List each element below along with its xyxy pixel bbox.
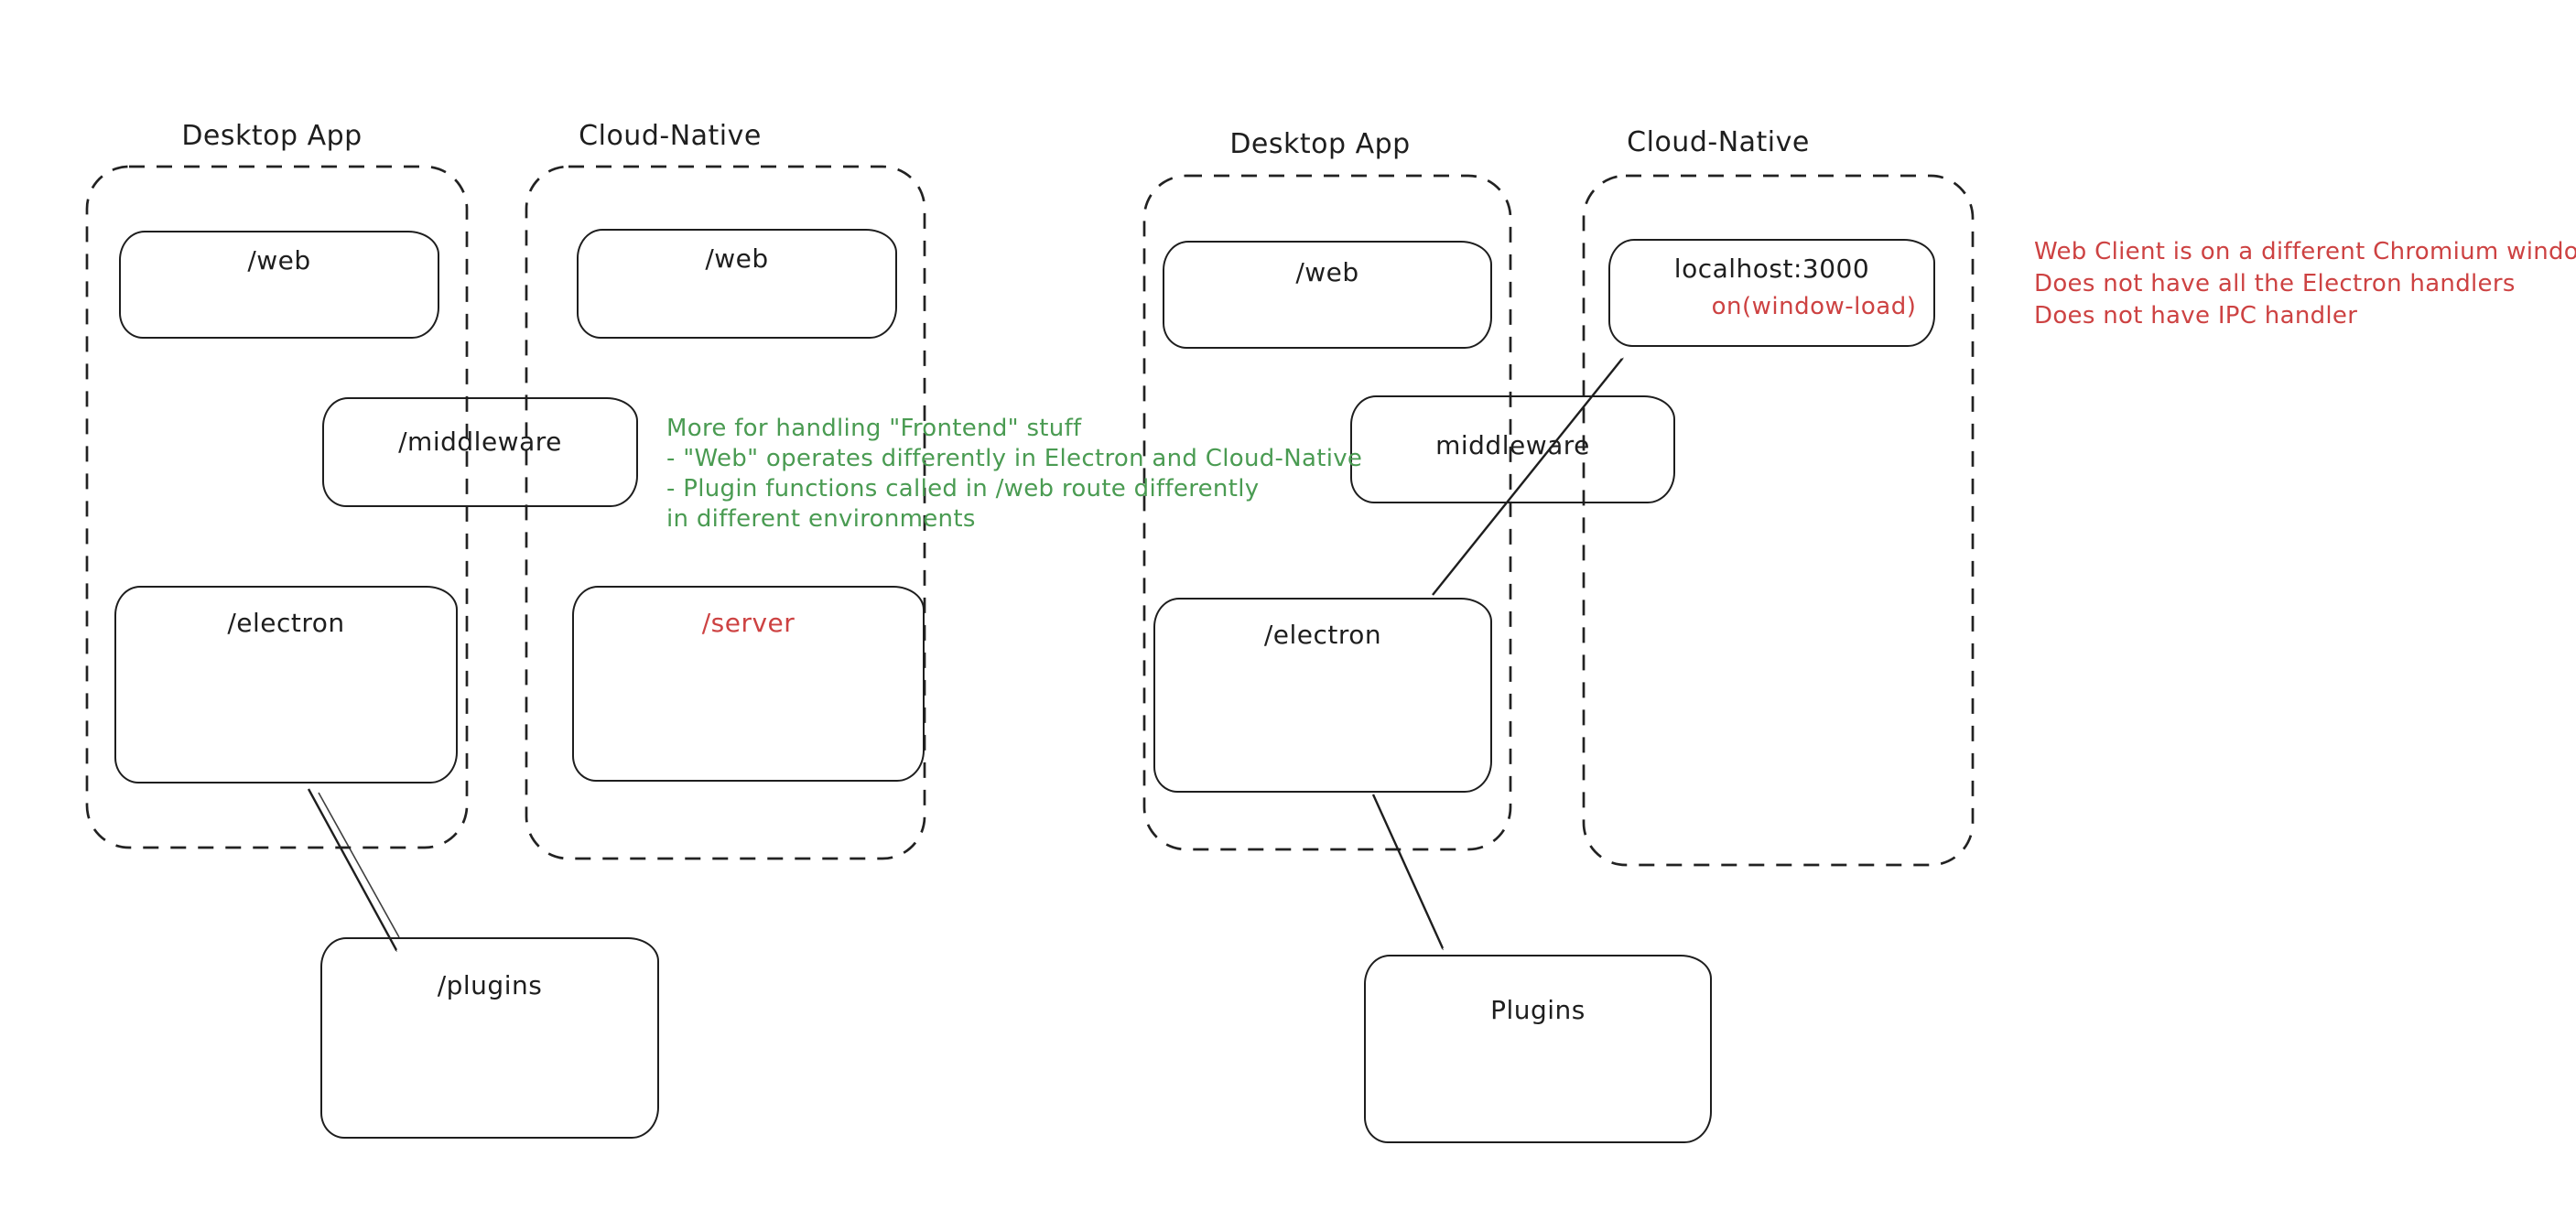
note-line: More for handling "Frontend" stuff (666, 415, 1082, 442)
dashed-container-desktop-app-right (1142, 174, 1512, 851)
note-line: Does not have all the Electron handlers (2034, 270, 2516, 297)
node-electron-right: /electron (1153, 598, 1492, 793)
container-label-cloud-native-left: Cloud-Native (579, 120, 762, 152)
node-web-right: /web (1163, 241, 1492, 349)
node-label: middleware (1435, 430, 1590, 460)
arrow-electron-to-localhost (1432, 359, 1622, 596)
container-label-desktop-app-left: Desktop App (181, 120, 363, 152)
note-line: in different environments (666, 505, 976, 533)
node-label: /electron (1263, 620, 1382, 650)
node-label: /web (705, 243, 769, 274)
note-line: Web Client is on a different Chromium wi… (2034, 238, 2576, 265)
node-middleware-right: middleware (1350, 395, 1675, 503)
node-plugins-left: /plugins (320, 937, 659, 1139)
node-localhost-3000: localhost:3000 on(window-load) (1608, 239, 1935, 347)
container-label-desktop-app-right: Desktop App (1229, 128, 1411, 160)
node-sub-label-on-window-load: on(window-load) (1711, 293, 1917, 320)
note-line: Does not have IPC handler (2034, 302, 2358, 330)
arrow-electron-to-plugins-left (307, 788, 396, 950)
node-label: /web (247, 245, 311, 276)
red-note: Web Client is on a different Chromium wi… (2034, 236, 2576, 332)
arrow-electron-to-plugins-left-sketch (318, 792, 400, 938)
node-electron-left: /electron (114, 586, 458, 784)
container-label-cloud-native-right: Cloud-Native (1627, 126, 1810, 158)
node-label: /electron (227, 608, 345, 638)
node-label: localhost:3000 (1673, 254, 1870, 284)
node-plugins-right: Plugins (1364, 955, 1712, 1143)
dashed-container-cloud-native-left (525, 165, 926, 860)
dashed-container-cloud-native-right (1582, 174, 1975, 867)
green-note: More for handling "Frontend" stuff - "We… (666, 414, 1362, 535)
node-web-cloud-left: /web (577, 229, 897, 339)
node-server-left: /server (572, 586, 925, 782)
dashed-container-desktop-app-left (85, 165, 469, 849)
node-middleware-left: /middleware (322, 397, 638, 507)
note-line: - "Web" operates differently in Electron… (666, 445, 1363, 472)
arrow-electron-to-plugins-right (1371, 794, 1443, 948)
node-label: /server (701, 608, 796, 638)
node-web-desktop-left: /web (119, 231, 439, 339)
node-label: /plugins (437, 970, 543, 1000)
note-line: - Plugin functions called in /web route … (666, 475, 1260, 503)
node-label: Plugins (1490, 995, 1586, 1025)
node-label: /middleware (398, 427, 562, 457)
node-label: /web (1295, 257, 1359, 287)
